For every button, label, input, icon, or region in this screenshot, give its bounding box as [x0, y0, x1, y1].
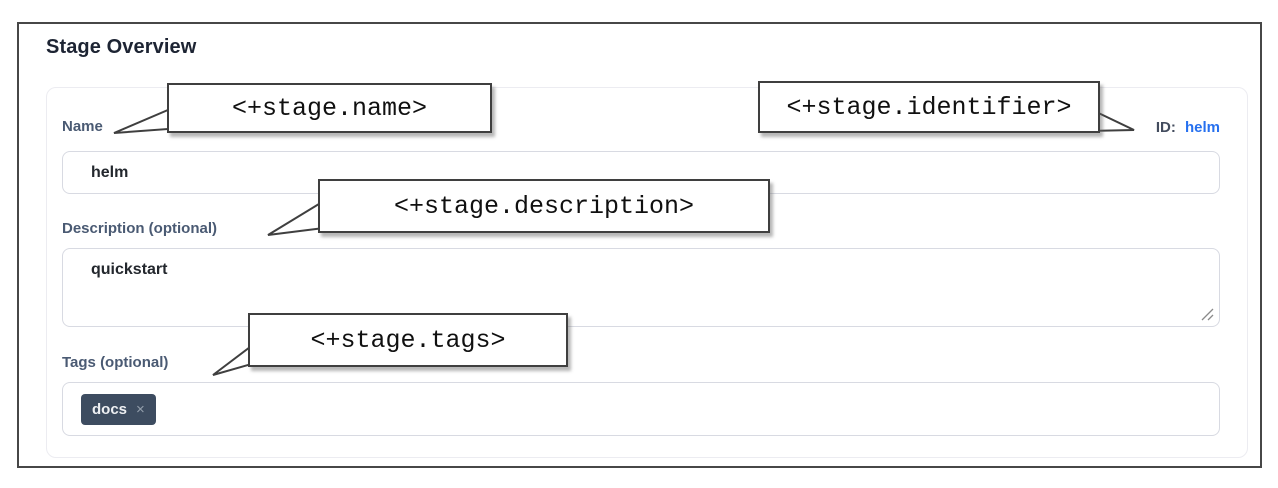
- tags-expression-callout: <+stage.tags>: [248, 313, 568, 367]
- name-label: Name: [62, 118, 103, 135]
- page-title: Stage Overview: [46, 36, 197, 58]
- textarea-resize-handle[interactable]: [1201, 308, 1214, 321]
- description-textarea-wrap: quickstart: [62, 248, 1220, 327]
- description-textarea[interactable]: quickstart: [62, 248, 1220, 327]
- description-expression-callout: <+stage.description>: [318, 179, 770, 233]
- tags-label: Tags (optional): [62, 354, 169, 371]
- tag-chip-docs: docs ×: [81, 393, 156, 425]
- description-label: Description (optional): [62, 220, 217, 237]
- name-expression-callout: <+stage.name>: [167, 83, 492, 133]
- name-expression-text: <+stage.name>: [231, 93, 428, 123]
- identifier-expression-text: <+stage.identifier>: [786, 92, 1072, 122]
- description-expression-text: <+stage.description>: [393, 191, 695, 221]
- tags-expression-text: <+stage.tags>: [310, 325, 506, 355]
- tags-input[interactable]: docs ×: [62, 382, 1220, 436]
- tag-remove-icon[interactable]: ×: [136, 400, 145, 418]
- id-label: ID:: [1155, 119, 1176, 136]
- identifier-expression-callout: <+stage.identifier>: [758, 81, 1100, 133]
- tag-chip-text: docs: [92, 400, 128, 418]
- stage-id-line: ID: helm: [1156, 119, 1220, 136]
- id-value: helm: [1184, 119, 1220, 136]
